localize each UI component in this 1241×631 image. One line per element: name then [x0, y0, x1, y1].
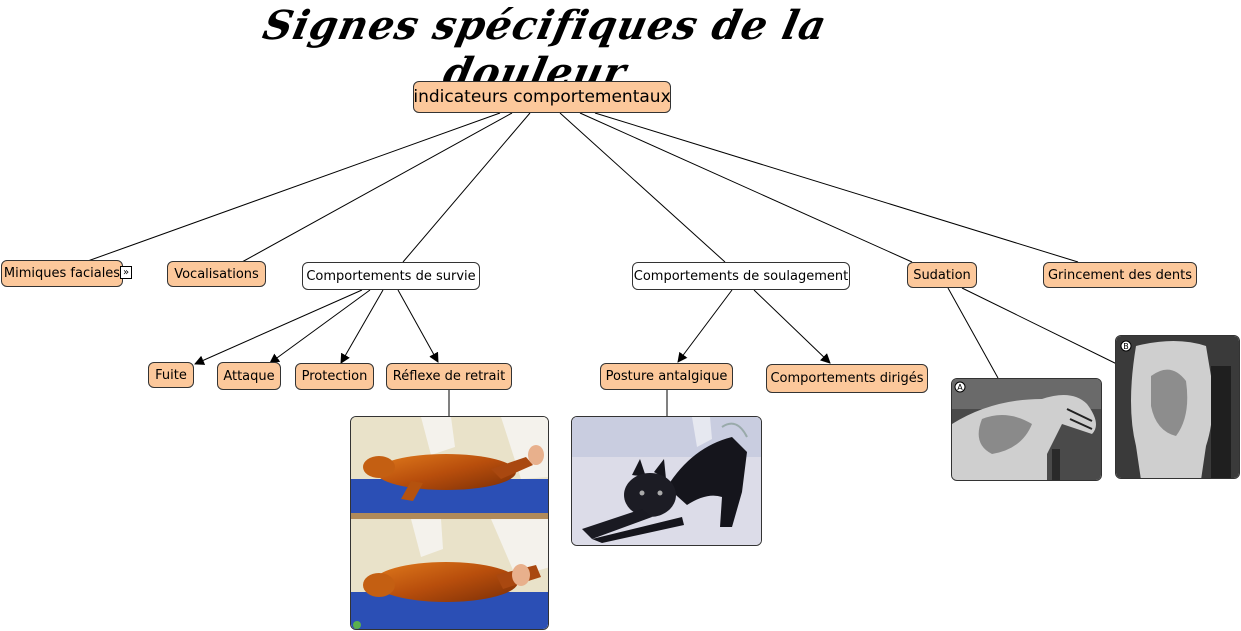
label-b: B	[1123, 342, 1129, 351]
soulagement-arrows	[677, 289, 831, 364]
node-grincement-dents[interactable]: Grincement des dents	[1043, 262, 1197, 288]
horse-b-photo: B	[1115, 335, 1240, 479]
node-mimiques-faciales[interactable]: Mimiques faciales	[1, 260, 123, 287]
root-connectors	[84, 112, 1079, 263]
sudation-connectors	[947, 287, 1126, 379]
survie-arrows	[194, 289, 439, 365]
node-protection[interactable]: Protection	[295, 363, 374, 390]
node-fuite[interactable]: Fuite	[148, 362, 194, 388]
node-comportements-diriges[interactable]: Comportements dirigés	[766, 364, 928, 393]
label-a: A	[957, 383, 963, 392]
node-attaque[interactable]: Attaque	[217, 362, 281, 390]
root-node[interactable]: indicateurs comportementaux	[413, 81, 671, 113]
image-connectors	[448, 390, 668, 417]
horse-a-photo: A	[951, 378, 1102, 481]
node-vocalisations[interactable]: Vocalisations	[167, 261, 266, 287]
dog-posture-photo	[571, 416, 762, 546]
double-chevron-right-icon[interactable]: »	[120, 266, 132, 279]
node-reflexe-retrait[interactable]: Réflexe de retrait	[386, 363, 512, 390]
node-comportements-soulagement[interactable]: Comportements de soulagement	[632, 262, 850, 290]
dog-reflex-photo	[350, 416, 549, 630]
node-posture-antalgique[interactable]: Posture antalgique	[600, 363, 733, 390]
node-comportements-survie[interactable]: Comportements de survie	[302, 262, 480, 290]
node-sudation[interactable]: Sudation	[907, 262, 977, 288]
